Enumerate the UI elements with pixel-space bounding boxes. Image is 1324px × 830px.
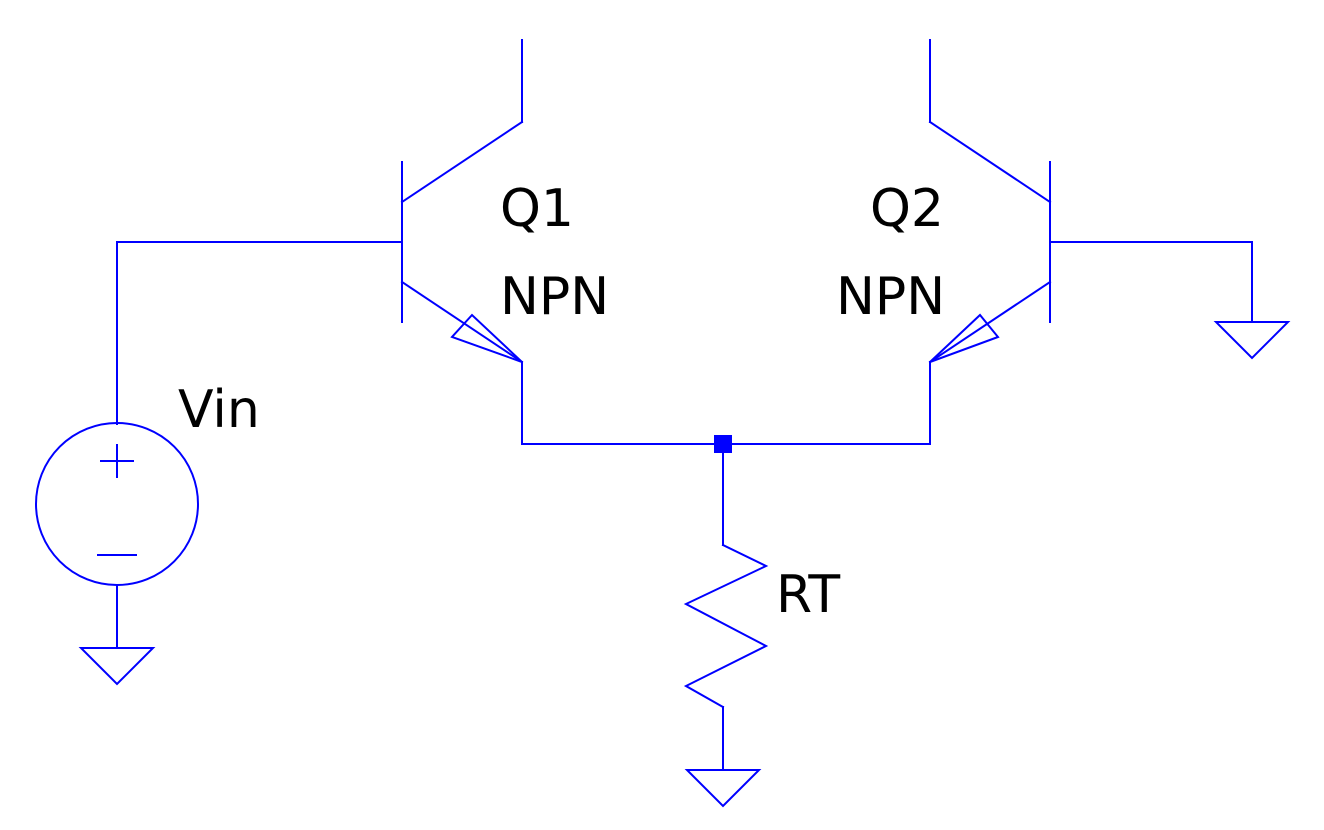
rt-name-label: RT (776, 565, 840, 625)
q2-emitter-diagonal (928, 280, 1052, 364)
q1-base-wire (116, 241, 403, 425)
q1-model-label: NPN (500, 267, 609, 327)
q1-emitter-diagonal (400, 280, 524, 364)
transistor-q2[interactable] (928, 39, 1052, 445)
voltage-source-vin[interactable] (35, 422, 199, 649)
ground-icon-vin (78, 647, 156, 686)
q2-model-label: NPN (836, 267, 945, 327)
q2-collector-diagonal (928, 120, 1052, 204)
q2-base-wire (1049, 241, 1253, 323)
q2-emitter-arrow (929, 313, 1000, 363)
q2-name-label: Q2 (870, 179, 944, 239)
ground-icon-q2-base (1213, 321, 1291, 360)
ground-icon-rt (684, 769, 762, 808)
q1-name-label: Q1 (500, 179, 574, 239)
transistor-q1[interactable] (400, 39, 524, 445)
q1-collector-diagonal (400, 120, 524, 204)
rt-zigzag (683, 543, 769, 709)
q1-emitter-arrow (450, 313, 523, 363)
vin-name-label: Vin (178, 380, 260, 440)
resistor-rt[interactable] (683, 443, 769, 771)
